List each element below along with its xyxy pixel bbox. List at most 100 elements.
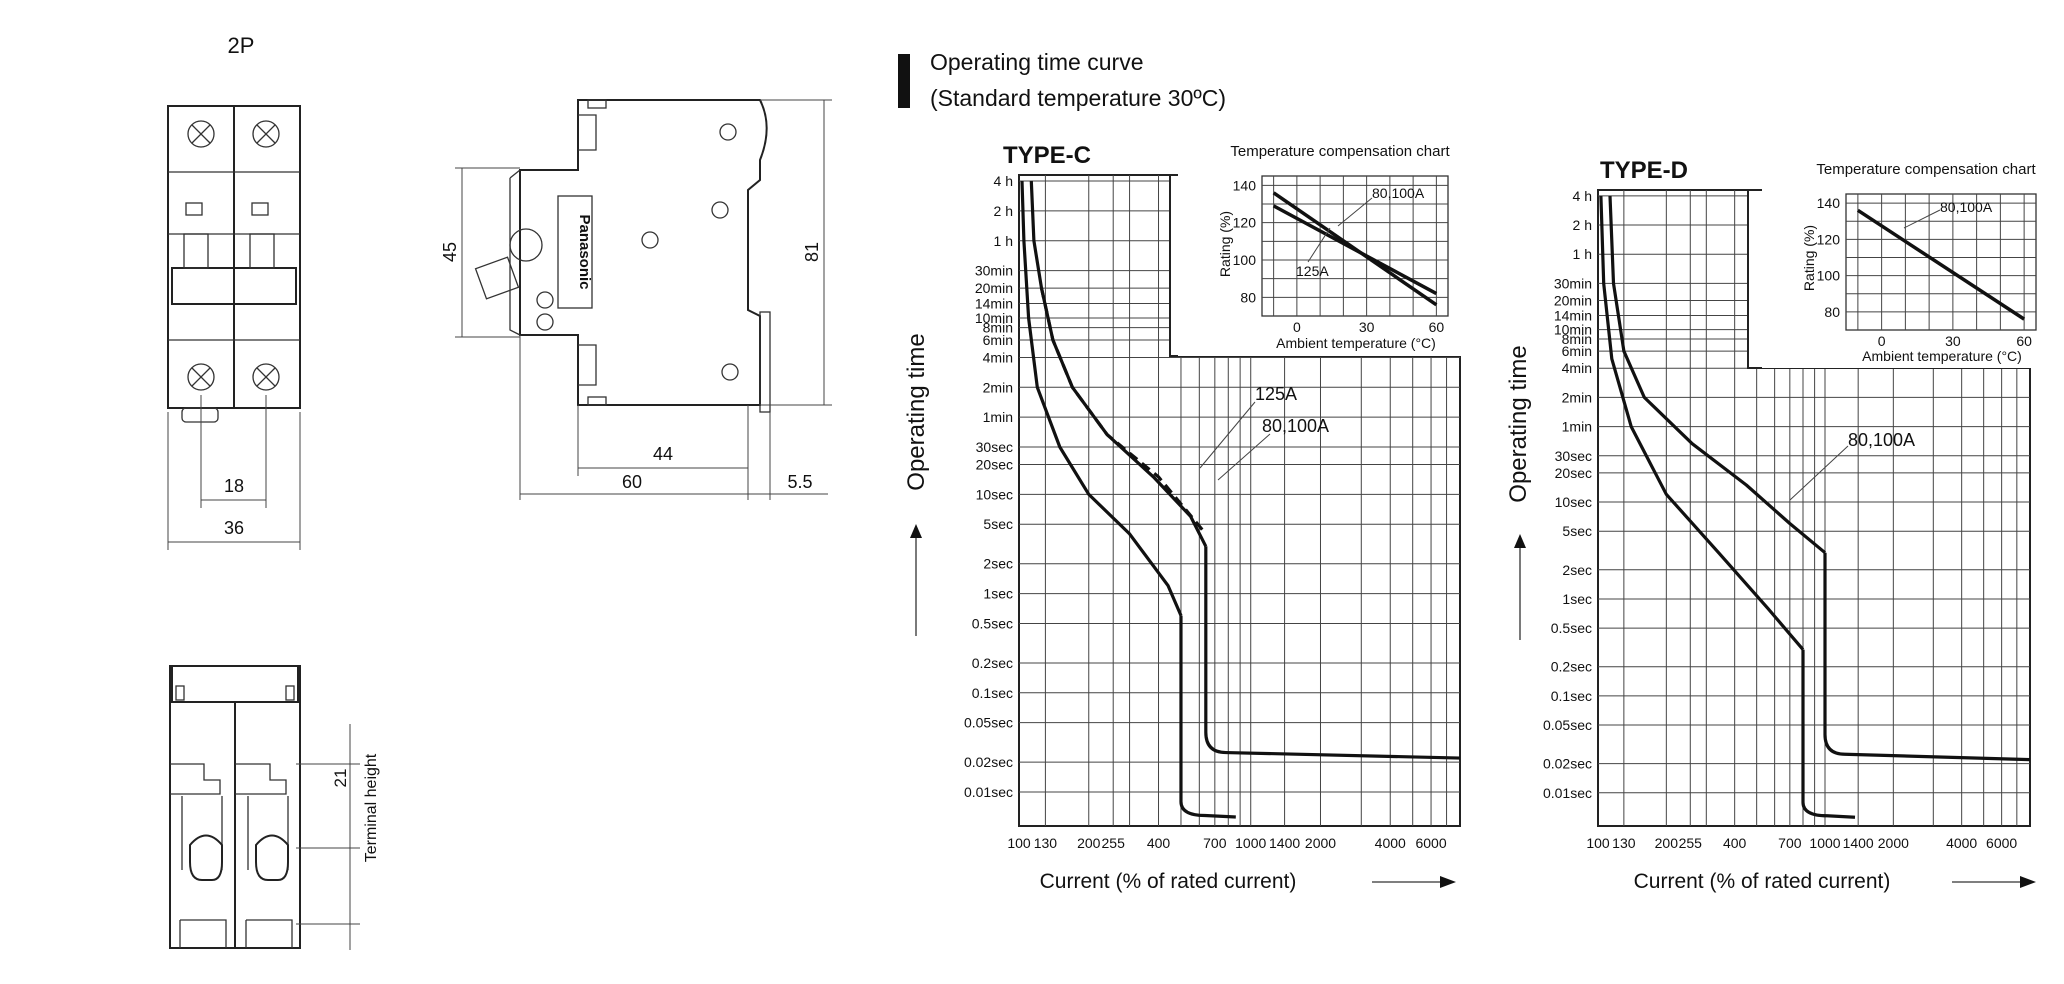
chart-c-ylabel: Operating time [903,333,930,490]
section-subtitle: (Standard temperature 30ºC) [930,85,1226,111]
chart-c-inset-x-tick: 0 [1293,319,1301,335]
chart-d-inset-x-tick: 0 [1878,333,1886,349]
chart-c-y-tick-label: 30sec [976,439,1013,455]
chart-d-series-0 [1608,195,1827,554]
chart-d-x-tick-label: 1000 [1809,835,1840,851]
chart-c-y-tick-label: 20min [975,280,1013,296]
chart-c-inset-lines [1272,191,1438,307]
side-height-a-dim: 45 [440,242,460,262]
terminal-screw-top-left [187,120,215,148]
front-pitch-dim: 18 [224,476,244,496]
chart-c-upper-drop [1204,546,1461,760]
chart-d-y-tick-label: 1min [1562,419,1592,435]
chart-c-x-tick-label: 255 [1102,835,1126,851]
chart-d-y-tick-label: 10min [1554,322,1592,338]
chart-c-x-tick-label: 1000 [1235,835,1266,851]
chart-d-y-tick-label: 4min [1562,360,1592,376]
chart-d-inset-y-tick: 120 [1817,231,1841,247]
chart-d-title: TYPE-D [1600,157,1688,184]
chart-c-curves [1020,180,1461,819]
chart-d-y-tick-label: 0.01sec [1543,785,1592,801]
chart-d-y-tick-label: 30sec [1555,448,1592,464]
chart-d-y-tick-label: 2sec [1562,562,1592,578]
chart-c-y-tick-label: 2sec [983,556,1013,572]
chart-c-inset-frame [1261,175,1449,317]
pole-label: 2P [228,33,255,58]
chart-c-y-tick-label: 0.1sec [972,685,1013,701]
chart-c-y-tick-label: 5sec [983,516,1013,532]
chart-c-inset-y-tick: 140 [1233,177,1257,193]
chart-c-series-label-125a: 125A [1255,384,1297,404]
terminal-view-drawing: 21 Terminal height [169,665,380,950]
chart-c-x-tick-label: 100 [1007,835,1031,851]
chart-type-d: TYPE-D 4 h2 h1 h30min20min14min10min8min… [1505,157,2052,893]
section-header: Operating time curve (Standard temperatu… [898,49,1226,111]
chart-d-x-arrow-icon [1952,876,2036,888]
chart-c-x-tick-label: 4000 [1375,835,1406,851]
chart-c-y-tick-label: 1sec [983,586,1013,602]
chart-c-y-tick-label: 4 h [994,173,1013,189]
chart-d-y-tick-label: 20min [1554,292,1592,308]
chart-c-y-tick-label: 6min [983,332,1013,348]
chart-c-x-arrow-icon [1372,876,1456,888]
chart-d-y-ticks: 4 h2 h1 h30min20min14min10min8min6min4mi… [1543,188,1592,801]
section-title: Operating time curve [930,49,1143,75]
chart-c-x-tick-label: 400 [1147,835,1171,851]
chart-c-inset-label-80-100a: 80,100A [1372,185,1425,201]
chart-d-y-tick-label: 6min [1562,343,1592,359]
chart-d-inset-xlabel: Ambient temperature (°C) [1862,348,2022,364]
chart-c-y-tick-label: 0.05sec [964,715,1013,731]
chart-d-y-tick-label: 0.02sec [1543,756,1592,772]
chart-d-upper-drop [1823,552,2031,762]
chart-c-x-tick-label: 6000 [1415,835,1446,851]
chart-c-xlabel: Current (% of rated current) [1040,870,1297,893]
chart-d-inset-y-tick: 140 [1817,195,1841,211]
chart-c-inset-xlabel: Ambient temperature (°C) [1276,335,1436,351]
chart-d-inset-lines [1856,208,2026,321]
chart-d-y-tick-label: 4 h [1573,188,1592,204]
chart-c-inset-title: Temperature compensation chart [1230,143,1450,160]
chart-d-inset-y-tick: 100 [1817,268,1841,284]
chart-c-series-labels: 125A 80,100A [1199,384,1329,481]
chart-c-x-tick-label: 700 [1203,835,1227,851]
chart-c-y-tick-label: 30min [975,263,1013,279]
chart-d-inset-y-tick: 80 [1824,304,1840,320]
chart-c-y-tick-label: 4min [983,349,1013,365]
chart-c-lower-drop [1179,615,1236,819]
chart-d-lower-drop [1801,649,1856,819]
toggle-handle [171,233,297,305]
chart-d-y-tick-label: 30min [1554,275,1592,291]
chart-d-inset-x-tick: 60 [2016,333,2032,349]
terminal-height-dim: 21 [331,769,350,788]
chart-d-x-tick-label: 4000 [1946,835,1977,851]
side-height-b-dim: 81 [802,242,822,262]
chart-c-grid [1018,174,1461,827]
chart-d-y-tick-label: 1sec [1562,591,1592,607]
chart-d-y-tick-label: 0.5sec [1551,620,1592,636]
chart-d-y-tick-label: 0.2sec [1551,659,1592,675]
chart-d-grid [1597,189,2031,827]
side-depth-b-dim: 60 [622,472,642,492]
chart-d-inset-frame [1845,193,2037,331]
chart-d-x-tick-label: 255 [1679,835,1703,851]
terminal-screw-top-right [252,120,280,148]
terminal-screw-bottom-left [187,363,215,391]
chart-d-x-tick-label: 200 [1655,835,1679,851]
chart-d-series-labels: 80,100A [1789,430,1915,501]
chart-c-y-ticks: 4 h2 h1 h30min20min14min10min8min6min4mi… [964,173,1013,800]
chart-c-y-tick-label: 1min [983,409,1013,425]
chart-d-y-tick-label: 20sec [1555,465,1592,481]
chart-d-curves [1599,195,2031,819]
chart-c-series-label-80-100a: 80,100A [1262,416,1329,436]
chart-c-y-tick-label: 8min [983,320,1013,336]
chart-c-title: TYPE-C [1003,142,1091,169]
chart-c-y-tick-label: 10min [975,310,1013,326]
chart-type-c: TYPE-C 4 h2 h1 h30min20min14min10min8min… [903,142,1468,893]
chart-d-y-tick-label: 2 h [1573,217,1592,233]
chart-d-series-label-80-100a: 80,100A [1848,430,1915,450]
